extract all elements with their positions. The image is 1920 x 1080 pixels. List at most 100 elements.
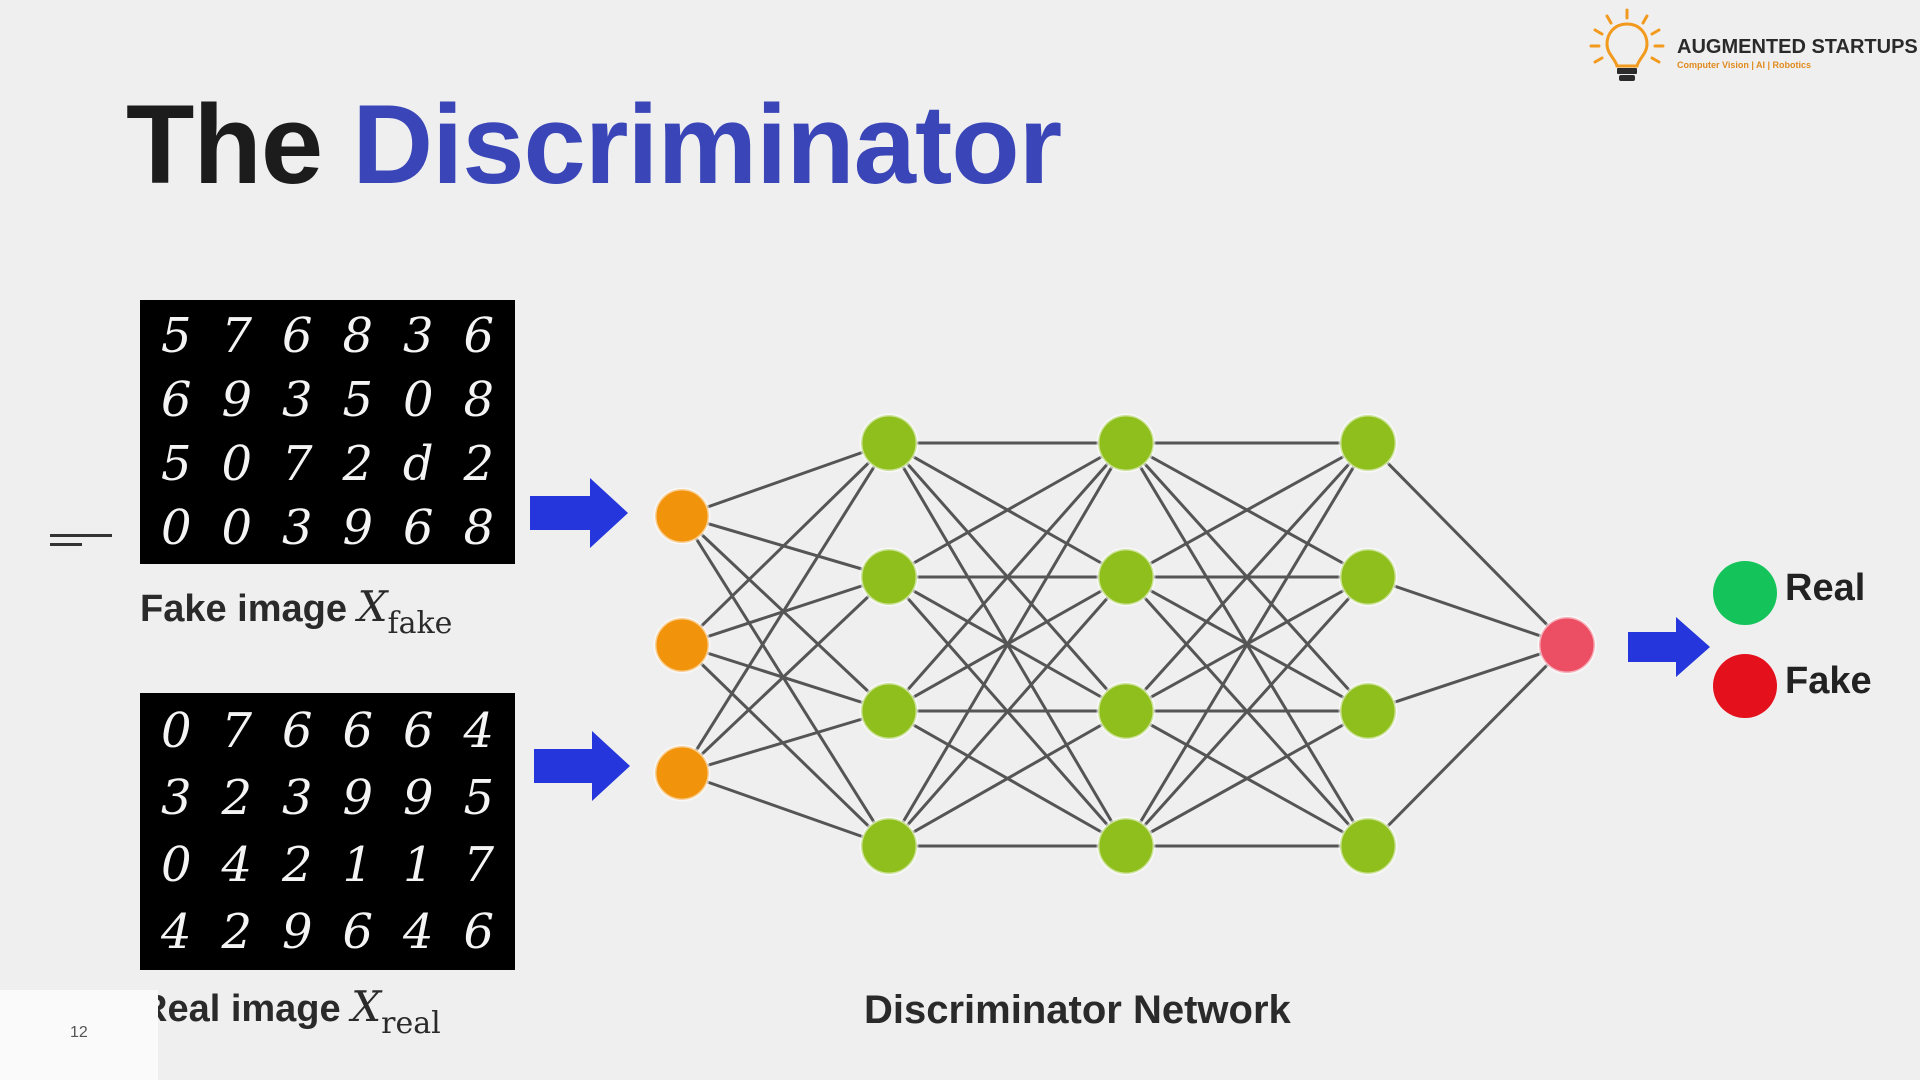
arrow-right-icon — [530, 478, 628, 548]
network-edge — [887, 576, 1128, 847]
dash-line — [50, 534, 112, 537]
fake-image-caption: Fake image Xfake — [140, 582, 452, 641]
fake-caption-math: X — [357, 582, 388, 631]
network-nodes — [653, 413, 1777, 876]
network-edge — [887, 442, 1128, 712]
network-edge — [1124, 442, 1370, 847]
hidden-node — [1096, 547, 1156, 607]
fake-digit: 6 — [463, 308, 495, 364]
dash-line — [50, 543, 82, 546]
network-edge — [681, 575, 890, 647]
fake-digit: 0 — [402, 372, 434, 428]
network-edge — [1366, 441, 1569, 647]
network-edge — [887, 442, 1128, 847]
fake-digit: 6 — [402, 500, 434, 556]
fake-digit: 2 — [463, 436, 495, 492]
network-edge — [888, 709, 1127, 848]
real-caption-math: X — [351, 982, 382, 1031]
fake-digit: 5 — [160, 436, 192, 492]
real-digit: 7 — [463, 837, 495, 894]
real-digit: 6 — [342, 904, 374, 961]
fake-digit: d — [402, 436, 434, 492]
real-digit: 6 — [281, 702, 313, 759]
real-digit: 3 — [281, 769, 313, 826]
network-edge — [1367, 575, 1568, 647]
slide-number-box: 12 — [0, 990, 158, 1080]
fake-digit: 7 — [221, 308, 253, 364]
real-digit: 2 — [281, 837, 313, 894]
network-edge — [1124, 441, 1370, 713]
hidden-node — [859, 547, 919, 607]
network-edge — [1366, 643, 1569, 848]
slide-title: The Discriminator — [126, 80, 1062, 209]
fake-digit: 5 — [342, 372, 374, 428]
network-edge — [888, 441, 1127, 579]
hidden-node — [1338, 816, 1398, 876]
real-digit: 4 — [463, 702, 495, 759]
network-edge — [680, 643, 891, 848]
hidden-node — [1338, 547, 1398, 607]
fake-digit: 6 — [160, 372, 192, 428]
hidden-node — [859, 413, 919, 473]
fake-digit: 2 — [342, 436, 374, 492]
fake-digit: 3 — [281, 372, 313, 428]
network-edge — [680, 515, 891, 847]
network-edge — [681, 709, 890, 775]
real-digit: 4 — [221, 837, 253, 894]
fake-digit: 0 — [221, 500, 253, 556]
fake-digit: 6 — [281, 308, 313, 364]
network-edge — [1124, 575, 1370, 848]
real-digit: 3 — [160, 769, 192, 826]
real-digit: 6 — [342, 702, 374, 759]
network-edge — [681, 643, 890, 713]
fake-digit: 5 — [160, 308, 192, 364]
fake-digit: 3 — [281, 500, 313, 556]
input-node — [653, 487, 711, 545]
network-edge — [1125, 441, 1369, 579]
network-edge — [681, 441, 890, 518]
output-label-fake: Fake — [1785, 660, 1872, 702]
real-digit: 7 — [221, 702, 253, 759]
network-label: Discriminator Network — [864, 988, 1291, 1032]
logo-tagline: Computer Vision | AI | Robotics — [1677, 60, 1812, 70]
fake-digit: 9 — [342, 500, 374, 556]
network-edge — [680, 514, 891, 713]
real-digit: 0 — [160, 702, 192, 759]
title-accent: Discriminator — [352, 82, 1062, 207]
real-digit: 2 — [221, 904, 253, 961]
real-digit: 1 — [342, 837, 374, 894]
input-node — [653, 744, 711, 802]
hidden-node — [1338, 413, 1398, 473]
real-digit: 9 — [281, 904, 313, 961]
output-indicator-real — [1713, 561, 1777, 625]
fake-digit: 3 — [402, 308, 434, 364]
hidden-node — [859, 816, 919, 876]
lightbulb-icon — [1589, 8, 1665, 81]
fake-digit: 9 — [221, 372, 253, 428]
network-arrows — [530, 478, 1710, 801]
network-edge — [680, 575, 891, 775]
real-digit: 6 — [402, 702, 434, 759]
network-edge — [680, 442, 891, 774]
logo-brand: AUGMENTED STARTUPS — [1677, 36, 1918, 58]
title-plain: The — [126, 82, 323, 207]
fake-digit: 8 — [342, 308, 374, 364]
arrow-right-icon — [1628, 617, 1710, 677]
real-digit: 5 — [463, 769, 495, 826]
arrow-right-icon — [534, 731, 630, 801]
network-edge — [681, 514, 890, 579]
network-edge — [681, 771, 890, 848]
real-digit: 6 — [463, 904, 495, 961]
network-edge — [680, 441, 891, 647]
real-digit: 0 — [160, 837, 192, 894]
hidden-node — [1096, 681, 1156, 741]
fake-caption-text: Fake image — [140, 588, 347, 630]
fake-digit: 7 — [281, 436, 313, 492]
real-digit: 1 — [402, 837, 434, 894]
hidden-node — [1096, 413, 1156, 473]
slide-number: 12 — [70, 1024, 88, 1041]
hidden-node — [1338, 681, 1398, 741]
real-digit: 2 — [221, 769, 253, 826]
